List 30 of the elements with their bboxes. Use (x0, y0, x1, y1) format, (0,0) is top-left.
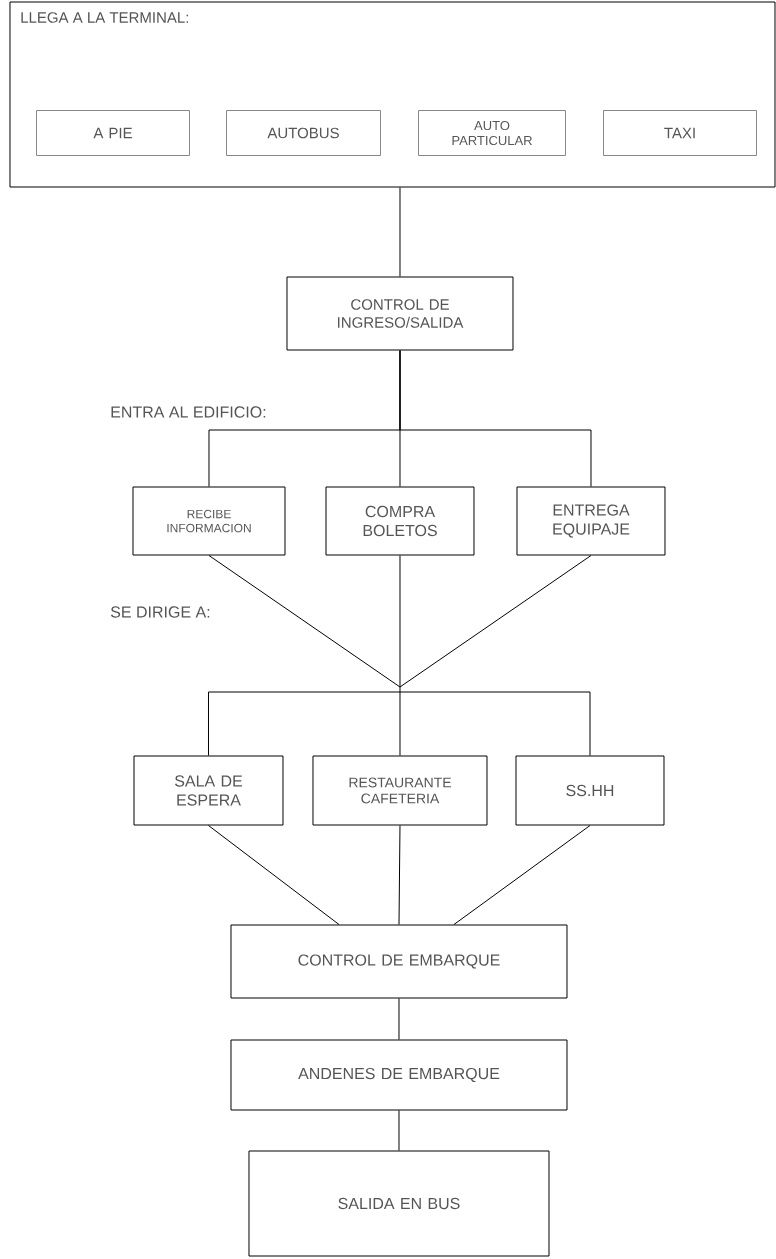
connector-line (453, 825, 591, 925)
connector-line (208, 555, 401, 688)
connector-line (398, 998, 400, 1040)
option-box: TAXI (603, 110, 757, 156)
connector-line (399, 691, 401, 756)
process-box: SS.HH (515, 755, 665, 826)
connector-line (399, 187, 401, 277)
process-box: ENTREGA EQUIPAJE (516, 486, 666, 556)
section-label: SE DIRIGE A: (110, 606, 210, 618)
process-box: RECIBE INFORMACION (132, 486, 286, 556)
process-box: ANDENES DE EMBARQUE (230, 1039, 568, 1111)
option-box: AUTOBUS (226, 110, 381, 156)
option-box: A PIE (36, 110, 190, 156)
connector-line (399, 691, 591, 756)
connector-line (208, 825, 340, 925)
option-box: AUTO PARTICULAR (418, 110, 566, 156)
connector-line (398, 1110, 400, 1151)
connector-line (208, 691, 401, 756)
connector-line (399, 555, 401, 688)
connector-line (398, 825, 401, 925)
process-box: SALIDA EN BUS (248, 1150, 550, 1257)
process-box: CONTROL DE INGRESO/SALIDA (286, 276, 514, 351)
connector-line (399, 555, 592, 688)
process-box: RESTAURANTE CAFETERIA (312, 755, 488, 826)
process-box: SALA DE ESPERA (133, 755, 284, 826)
section-label: ENTRA AL EDIFICIO: (111, 406, 266, 418)
process-box: CONTROL DE EMBARQUE (230, 924, 568, 999)
connector-line (399, 686, 401, 693)
process-box: COMPRA BOLETOS (325, 486, 475, 556)
connector-line (399, 350, 592, 487)
